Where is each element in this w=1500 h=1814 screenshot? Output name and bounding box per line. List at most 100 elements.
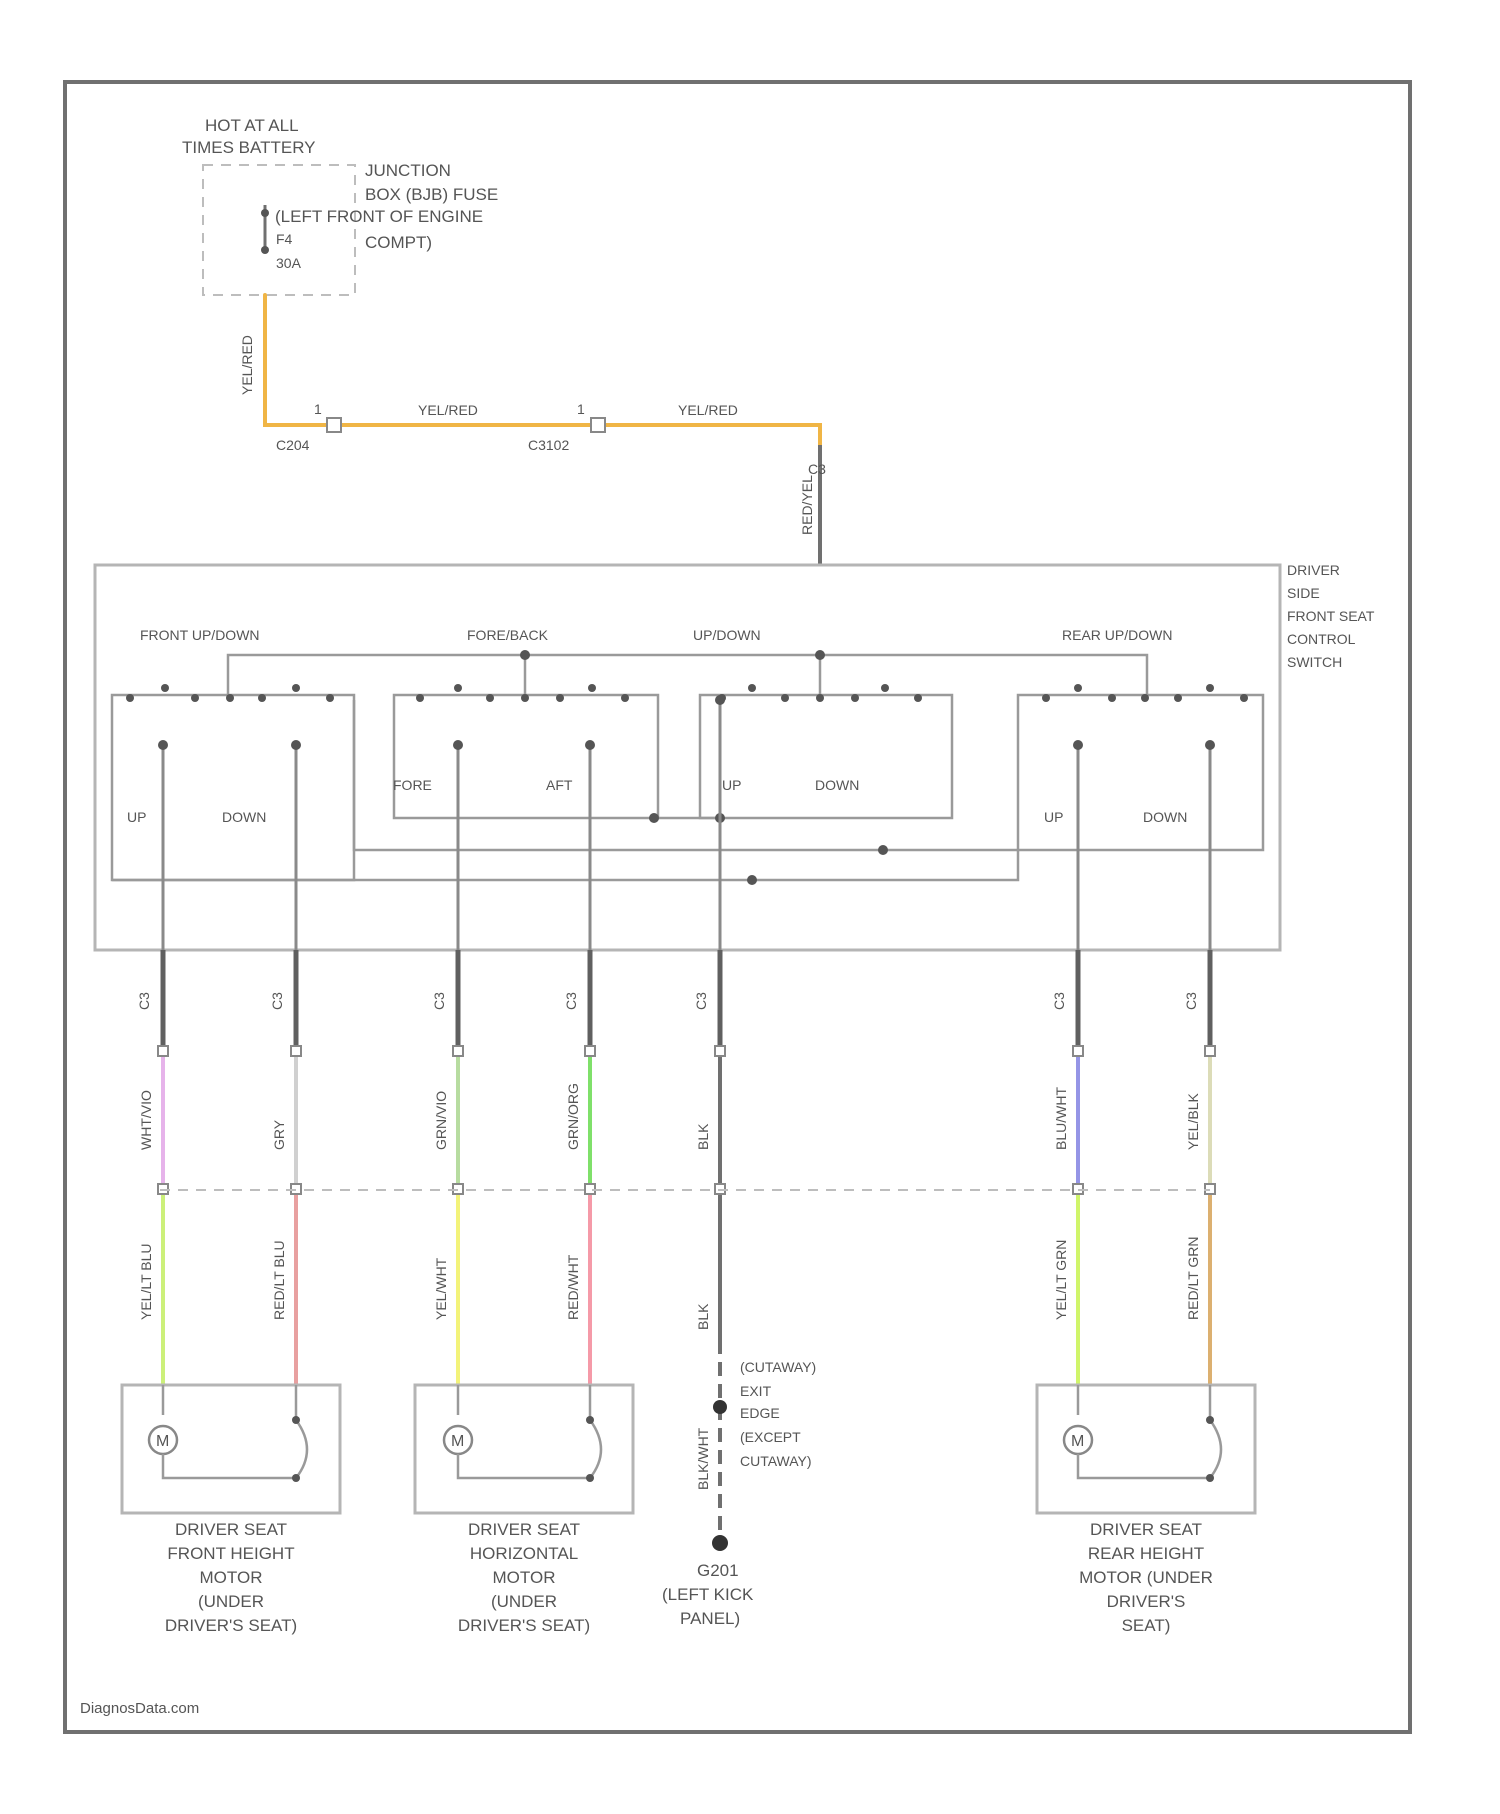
motor-label-line: HORIZONTAL (470, 1544, 578, 1563)
bus-node-1 (520, 650, 530, 660)
switch-name-1: DRIVER (1287, 562, 1340, 578)
switch-contact-1-1 (454, 684, 462, 692)
motor-winding (1078, 1420, 1221, 1478)
hot-label-line-2: TIMES BATTERY (182, 138, 316, 157)
motor-symbol-text: M (1071, 1433, 1084, 1450)
pos-down: DOWN (815, 777, 859, 793)
motor-label-line: (UNDER (491, 1592, 557, 1611)
pos-fore: FORE (393, 777, 432, 793)
switch-contact-1-5 (588, 684, 596, 692)
motor-label-line: DRIVER'S (1107, 1592, 1186, 1611)
feed-wire-path (265, 295, 820, 445)
connector-c204-label: C204 (276, 437, 310, 453)
switch-contact-3-0 (1042, 694, 1050, 702)
lower-wire-label: RED/LT BLU (271, 1240, 287, 1320)
motor-label-line: DRIVER'S SEAT) (165, 1616, 297, 1635)
connector-pin (1205, 1046, 1215, 1056)
motor-winding (163, 1420, 307, 1478)
switch-name-5: SWITCH (1287, 654, 1342, 670)
motor-winding (458, 1420, 601, 1478)
circuit-1: C3GRYRED/LT BLU (269, 740, 301, 1385)
switch-contact-0-5 (292, 684, 300, 692)
switch-contact-3-1 (1074, 684, 1082, 692)
motor-label-line: (UNDER (198, 1592, 264, 1611)
motor-label-line: DRIVER SEAT (175, 1520, 287, 1539)
connector-c3102-label: C3102 (528, 437, 569, 453)
switch-pin-label: C3 (563, 992, 579, 1010)
motor-terminal (1206, 1416, 1214, 1424)
fuse-rating: 30A (276, 255, 302, 271)
switch-contact-2-5 (881, 684, 889, 692)
ground-note-2: EXIT (740, 1383, 772, 1399)
pos-rear-down: DOWN (1143, 809, 1187, 825)
connector-c204-pin (327, 418, 341, 432)
return-node-4 (747, 875, 757, 885)
inline-connector-label: C3102 (1215, 1182, 1256, 1198)
switch-contact-2-1 (748, 684, 756, 692)
circuit-6: C3YEL/BLKRED/LT GRN (1183, 740, 1215, 1385)
fuse-terminal-top (261, 209, 269, 217)
bus-node-2 (815, 650, 825, 660)
ground-wire-label: BLK/WHT (695, 1427, 711, 1490)
ground-note-3: EDGE (740, 1405, 780, 1421)
upper-wire-label: GRN/ORG (565, 1083, 581, 1150)
switch-terminal (453, 740, 463, 750)
switch-contact-3-4 (1174, 694, 1182, 702)
upper-wire-label: YEL/BLK (1185, 1093, 1201, 1150)
return-node-1 (649, 813, 659, 823)
connector-pin (453, 1046, 463, 1056)
switch-contact-3-3 (1141, 694, 1149, 702)
motor-symbol-text: M (451, 1433, 464, 1450)
switch-terminal (585, 740, 595, 750)
switch-terminal (158, 740, 168, 750)
switch-contact-0-1 (161, 684, 169, 692)
switch-name-4: CONTROL (1287, 631, 1356, 647)
circuit-4: C3BLKBLK (693, 695, 725, 1340)
return-path-3 (658, 818, 720, 960)
connector-pin (715, 1046, 725, 1056)
motor-label-line: SEAT) (1122, 1616, 1171, 1635)
fuse-id: F4 (276, 231, 293, 247)
connector-c204-pin-number: 1 (314, 401, 322, 417)
ground-id: G201 (697, 1561, 739, 1580)
pos-aft: AFT (546, 777, 573, 793)
switch-contact-1-3 (521, 694, 529, 702)
motor-1: MDRIVER SEATHORIZONTALMOTOR(UNDERDRIVER'… (415, 1385, 633, 1635)
upper-wire-label: WHT/VIO (138, 1090, 154, 1150)
junction-box-outline (203, 165, 355, 295)
lower-wire-label: YEL/LT BLU (138, 1243, 154, 1320)
junction-box-label-1: JUNCTION (365, 161, 451, 180)
motor-terminal (586, 1474, 594, 1482)
switch-name-3: FRONT SEAT (1287, 608, 1375, 624)
seat-control-switch: DRIVER SIDE FRONT SEAT CONTROL SWITCH FR… (95, 562, 1375, 960)
junction-box-label-3: (LEFT FRONT OF ENGINE (275, 207, 483, 226)
front-switch-box (112, 695, 354, 880)
circuit-3: C3GRN/ORGRED/WHT (563, 740, 595, 1385)
switch-contact-0-3 (226, 694, 234, 702)
connector-pin (585, 1046, 595, 1056)
upper-wire-label: BLK (695, 1123, 711, 1150)
section-rear-up-down: REAR UP/DOWN (1062, 627, 1172, 643)
junction-box-label-4: COMPT) (365, 233, 432, 252)
pos-rear-up: UP (1044, 809, 1063, 825)
motor-terminal (292, 1416, 300, 1424)
motor-leads (163, 1385, 296, 1420)
feed-wire-label-mid: YEL/RED (418, 402, 478, 418)
motor-terminal (586, 1416, 594, 1424)
switch-feed-wire-label: RED/YEL (799, 475, 815, 535)
switch-contact-2-3 (816, 694, 824, 702)
switch-contacts (126, 684, 1248, 702)
switch-terminal (715, 695, 725, 705)
motor-leads (1078, 1385, 1210, 1420)
pos-up: UP (722, 777, 741, 793)
ground-location-1: (LEFT KICK (662, 1585, 754, 1604)
section-fore-back: FORE/BACK (467, 627, 549, 643)
switch-pin-label: C3 (1051, 992, 1067, 1010)
motor-label-line: MOTOR (UNDER (1079, 1568, 1213, 1587)
pos-front-up: UP (127, 809, 146, 825)
switch-contact-1-0 (416, 694, 424, 702)
connector-pin (1073, 1046, 1083, 1056)
